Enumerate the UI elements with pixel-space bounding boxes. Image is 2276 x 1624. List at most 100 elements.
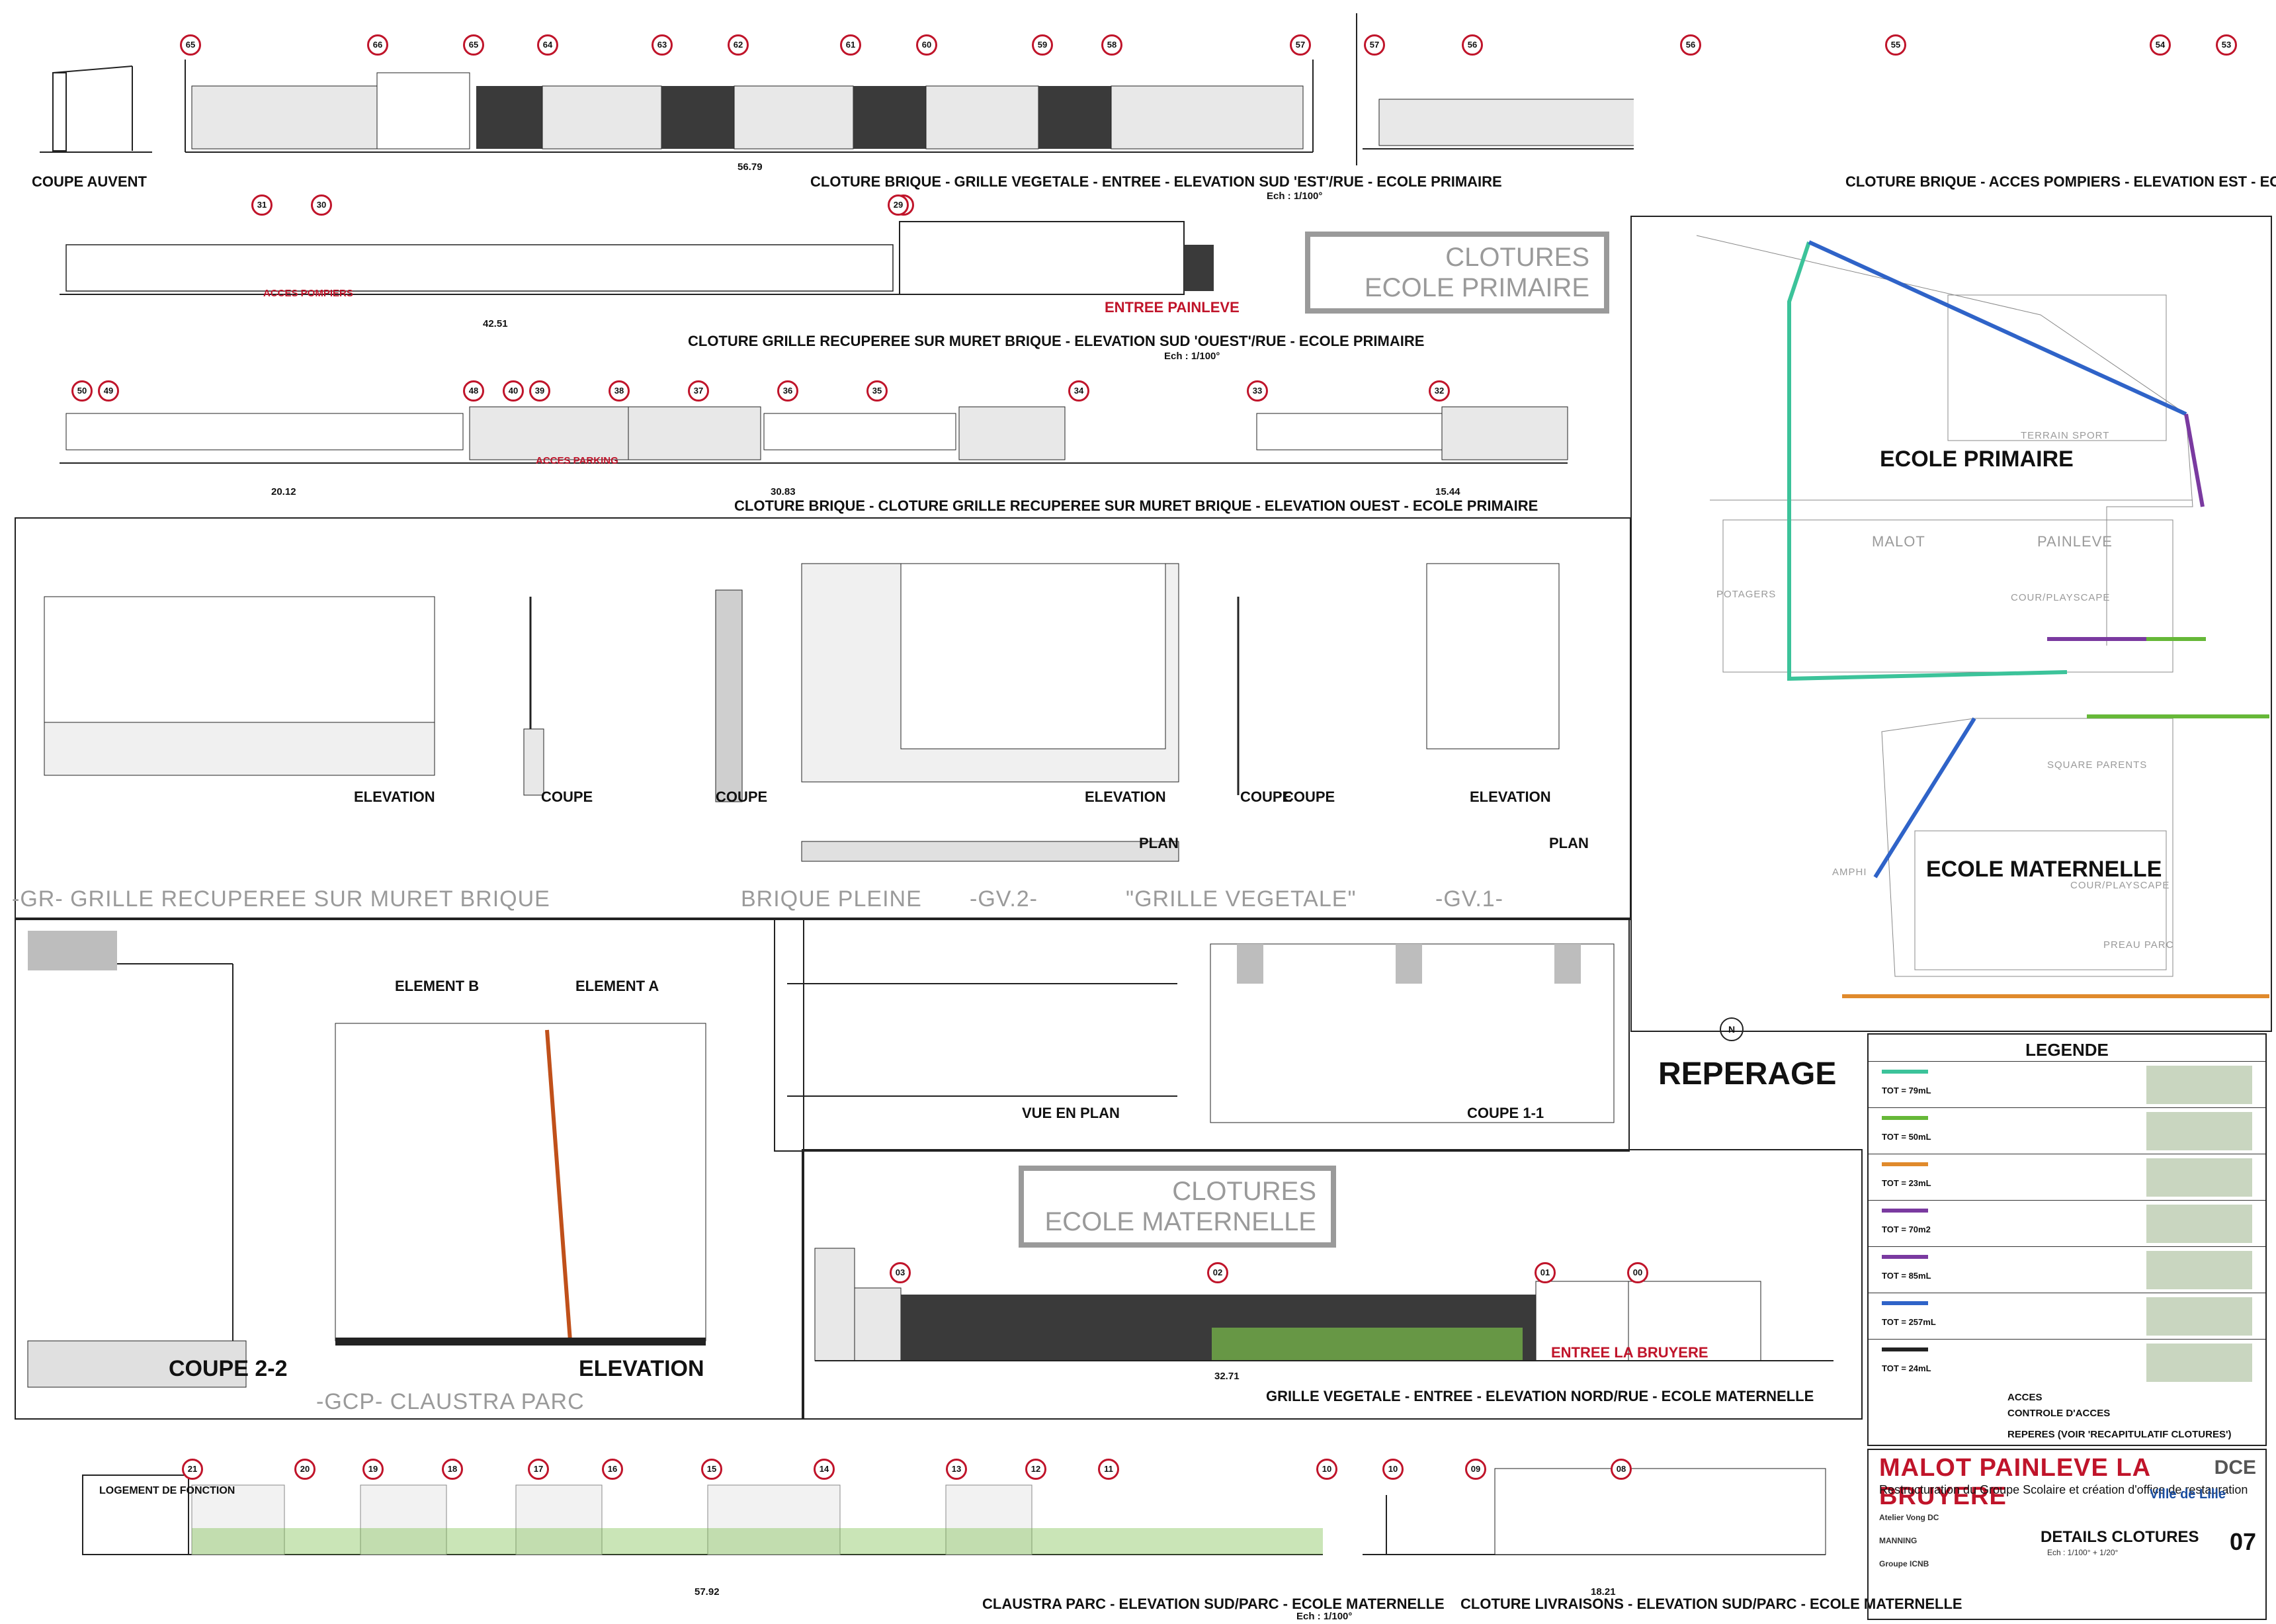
label-elevation-gr: ELEVATION: [354, 789, 435, 805]
box-clotures-primaire: CLOTURES ECOLE PRIMAIRE: [1305, 232, 1609, 314]
elevations-primaire-drawing: [40, 60, 1634, 464]
dim-total-claustra: 57.92: [695, 1586, 720, 1598]
repere-marker: 09: [1465, 1459, 1486, 1480]
site-plan: [1696, 235, 2269, 998]
section-gv2-title: -GV.2-: [970, 886, 1038, 912]
repere-marker: 35: [866, 380, 888, 402]
repere-marker: 58: [1101, 34, 1122, 56]
tb-sheet-scale: Ech : 1/100° + 1/20°: [2047, 1548, 2119, 1557]
plan-courplayscape-2: COUR/PLAYSCAPE: [2070, 880, 2170, 891]
repere-marker: 49: [98, 380, 119, 402]
plan-reperage-title: REPERAGE: [1658, 1056, 1837, 1091]
tb-sheet-number: 07: [2229, 1528, 2256, 1555]
repere-marker: 66: [367, 34, 388, 56]
details-row-frame: [15, 517, 1631, 920]
title-elev-est: CLOTURE BRIQUE - ACCES POMPIERS - ELEVAT…: [1845, 173, 2276, 190]
section-gcp-title: -GCP- CLAUSTRA PARC: [316, 1389, 585, 1414]
repere-marker: 03: [890, 1262, 911, 1283]
legend-reperes: REPERES (VOIR 'RECAPITULATIF CLOTURES'): [2007, 1429, 2232, 1440]
legend-photo: [2146, 1251, 2252, 1289]
dim-total-4: 30.83: [771, 486, 796, 497]
repere-marker: 17: [528, 1459, 549, 1480]
legend-photo: [2146, 1112, 2252, 1150]
box-maternelle-line2: ECOLE MATERNELLE: [1044, 1207, 1317, 1236]
plan-preau-parc: PREAU PARC: [2103, 939, 2174, 951]
legend-title: LEGENDE: [2025, 1040, 2109, 1060]
legend-row: TOT = 85mL: [1869, 1246, 2265, 1293]
elev-nord-drawing: [814, 1248, 1833, 1361]
title-coupe-auvent: COUPE AUVENT: [32, 173, 147, 190]
callout-acces-pompiers-1: ACCES POMPIERS: [263, 288, 353, 299]
legend-swatch: [1882, 1209, 1928, 1213]
title-elev-sud-ouest: CLOTURE GRILLE RECUPEREE SUR MURET BRIQU…: [688, 333, 1425, 349]
legend-total: TOT = 79mL: [1882, 1086, 1931, 1095]
tb-phase: DCE: [2214, 1457, 2256, 1478]
legend-row: TOT = 50mL: [1869, 1107, 2265, 1154]
box-maternelle-line1: CLOTURES: [1172, 1177, 1316, 1206]
label-coupe-brique: COUPE: [716, 789, 768, 805]
elev-sud-parc-drawing: [82, 1468, 1826, 1555]
repere-marker: 01: [1535, 1262, 1556, 1283]
legend-swatch: [1882, 1347, 1928, 1351]
repere-marker: 64: [537, 34, 558, 56]
box-primaire-line2: ECOLE PRIMAIRE: [1364, 273, 1589, 302]
title-elev-nord: GRILLE VEGETALE - ENTREE - ELEVATION NOR…: [1266, 1388, 1814, 1404]
scale-elev-sud-ouest: Ech : 1/100°: [1164, 351, 1220, 362]
label-plan-gv1: PLAN: [1549, 835, 1589, 851]
dim-total-1: 56.79: [738, 161, 763, 173]
plan-painleve: PAINLEVE: [2037, 533, 2113, 550]
repere-marker: 08: [1611, 1459, 1632, 1480]
scale-elev-sud-est: Ech : 1/100°: [1267, 191, 1323, 202]
elev-est-frame: [1356, 13, 1357, 165]
section-grille-veg-title: "GRILLE VEGETALE": [1126, 886, 1357, 912]
tb-eco: Groupe ICNB: [1879, 1559, 1929, 1568]
legend-row: TOT = 24mL: [1869, 1339, 2265, 1386]
tb-sheet-title: DETAILS CLOTURES: [2041, 1528, 2199, 1546]
title-elev-sud-est: CLOTURE BRIQUE - GRILLE VEGETALE - ENTRE…: [810, 173, 1502, 190]
legend-swatch: [1882, 1070, 1928, 1074]
legend-total: TOT = 257mL: [1882, 1317, 1936, 1327]
title-elev-claustra: CLAUSTRA PARC - ELEVATION SUD/PARC - ECO…: [982, 1596, 1445, 1612]
repere-marker: 62: [728, 34, 749, 56]
label-elevation-gv2: ELEVATION: [1085, 789, 1166, 805]
repere-marker: 37: [688, 380, 709, 402]
repere-marker: 50: [71, 380, 93, 402]
repere-marker: 16: [602, 1459, 623, 1480]
repere-marker: 10: [1316, 1459, 1337, 1480]
label-logement: LOGEMENT DE FONCTION: [99, 1485, 235, 1496]
legend-controle: CONTROLE D'ACCES: [2007, 1408, 2111, 1419]
repere-marker: 10: [1382, 1459, 1404, 1480]
callout-entree-bruyere: ENTREE LA BRUYERE: [1551, 1344, 1708, 1361]
repere-marker: 63: [652, 34, 673, 56]
vue-plan-drawing: [787, 943, 1615, 1123]
title-block: MALOT PAINLEVE LA BRUYERE Restructuratio…: [1867, 1449, 2267, 1620]
label-coupe-gv-b: COUPE: [1283, 789, 1335, 805]
repere-marker: 15: [701, 1459, 722, 1480]
dim-total-nord: 32.71: [1214, 1371, 1240, 1382]
repere-marker: 56: [1680, 34, 1701, 56]
elevations-primaire-area: COUPE AUVENT CLOTURE BRIQUE - GRILLE VEG…: [0, 0, 2276, 516]
repere-marker: 65: [180, 34, 201, 56]
legend-swatch: [1882, 1116, 1928, 1120]
title-elev-ouest: CLOTURE BRIQUE - CLOTURE GRILLE RECUPERE…: [734, 497, 1538, 514]
label-vue-en-plan: VUE EN PLAN: [1022, 1105, 1120, 1121]
repere-marker: 40: [503, 380, 524, 402]
repere-marker: 00: [1627, 1262, 1648, 1283]
repere-marker: 18: [442, 1459, 463, 1480]
section-gv1-title: -GV.1-: [1435, 886, 1504, 912]
gcp-frame: [15, 918, 804, 1420]
repere-marker: 21: [182, 1459, 203, 1480]
plan-amphi: AMPHI: [1832, 867, 1867, 878]
repere-marker: 54: [2150, 34, 2171, 56]
callout-acces-parking: ACCES PARKING: [536, 455, 618, 466]
north-arrow-icon: N: [1720, 1017, 1744, 1041]
dim-total-3: 20.12: [271, 486, 296, 497]
dim-total-livraisons: 18.21: [1591, 1586, 1616, 1598]
legend-row: TOT = 70m2: [1869, 1200, 2265, 1247]
repere-marker: 20: [294, 1459, 316, 1480]
legend-photo: [2146, 1158, 2252, 1197]
legend-acces: ACCES: [2007, 1392, 2043, 1403]
plan-terrain-sport: TERRAIN SPORT: [2021, 430, 2110, 441]
legend-swatch: [1882, 1255, 1928, 1259]
legend-swatch: [1882, 1301, 1928, 1305]
